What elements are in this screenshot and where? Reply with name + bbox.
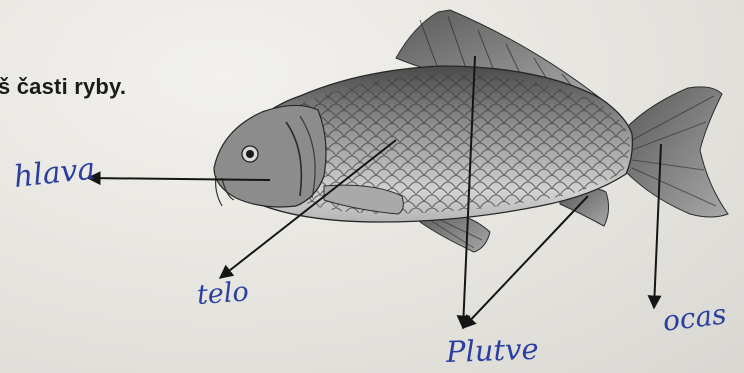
fish-head <box>214 105 326 207</box>
handwritten-label-fins: Plutve <box>445 332 539 369</box>
handwritten-label-body: telo <box>196 276 250 311</box>
tail-fin <box>626 87 728 217</box>
